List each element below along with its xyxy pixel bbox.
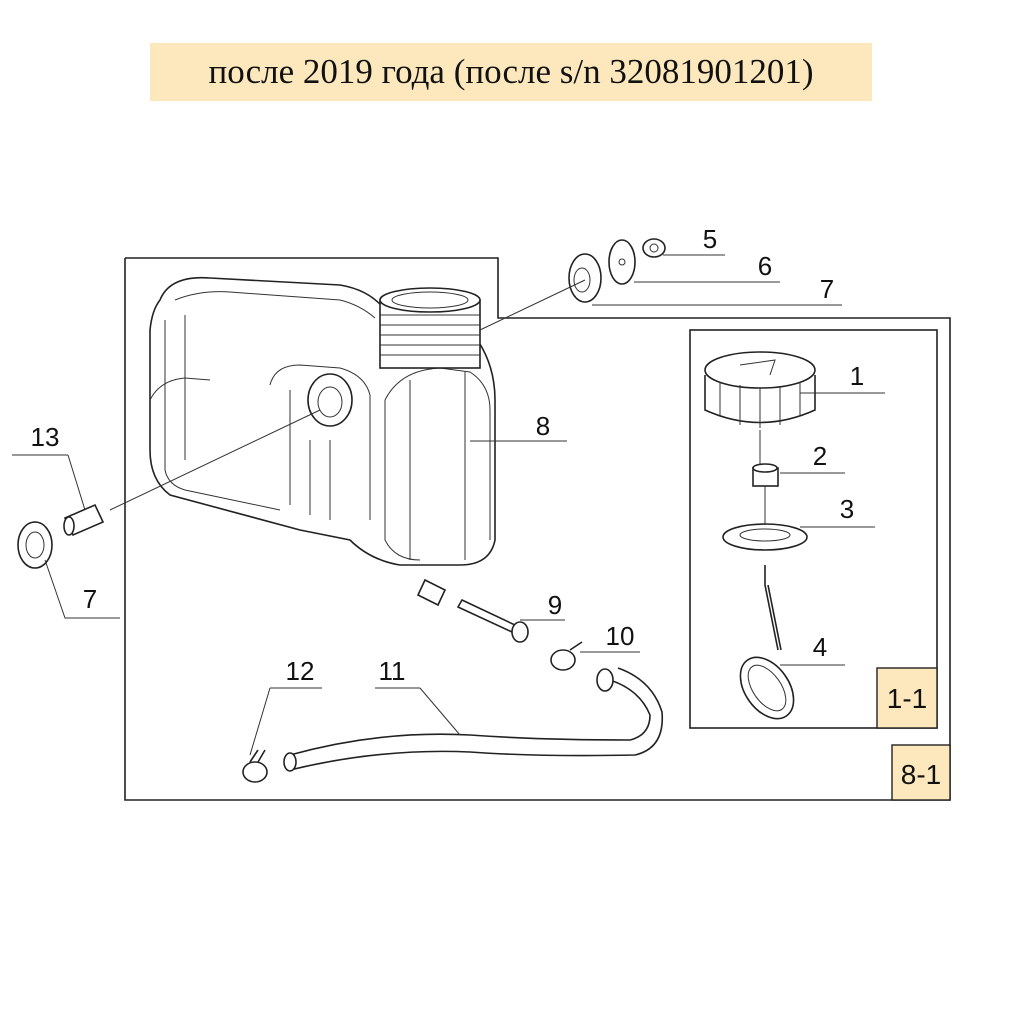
callout-13: 13: [31, 422, 60, 452]
callout-8: 8: [536, 411, 550, 441]
spacer-part-2: [752, 463, 779, 487]
badge-8-1: 8-1: [901, 759, 941, 790]
callout-12: 12: [286, 656, 315, 686]
fuel-tank: [149, 276, 496, 607]
callout-6: 6: [758, 251, 772, 281]
fuel-cap-part-1: [704, 351, 816, 428]
badge-1-1: 1-1: [887, 683, 927, 714]
washer-part-6: [608, 239, 636, 285]
badge-1-1-box: [876, 667, 938, 729]
callout-9: 9: [548, 590, 562, 620]
sub-assembly-frame: [689, 329, 938, 729]
strainer-part-4: [739, 565, 795, 720]
assembly-frame: [124, 257, 951, 801]
gasket-part-3: [722, 523, 808, 551]
callout-3: 3: [840, 494, 854, 524]
clamp-part-10: [550, 641, 583, 671]
callout-4: 4: [813, 632, 827, 662]
callout-7-left: 7: [83, 584, 97, 614]
callout-5: 5: [703, 224, 717, 254]
fuel-hose-part-11: [283, 667, 664, 772]
callout-10: 10: [606, 621, 635, 651]
page-title: после 2019 года (после s/n 32081901201): [150, 43, 872, 101]
grommet-part-7-top: [568, 253, 602, 303]
clamp-part-12: [242, 749, 268, 783]
nut-part-5: [642, 238, 666, 258]
leader-lines: [12, 254, 885, 756]
filter-part-9: [456, 598, 529, 643]
badge-8-1-box: [891, 744, 951, 801]
callout-1: 1: [850, 361, 864, 391]
sleeve-part-13: [63, 503, 105, 537]
grommet-part-7-left: [17, 521, 53, 569]
callout-11: 11: [379, 656, 406, 686]
callout-2: 2: [813, 441, 827, 471]
callout-7-top: 7: [820, 274, 834, 304]
